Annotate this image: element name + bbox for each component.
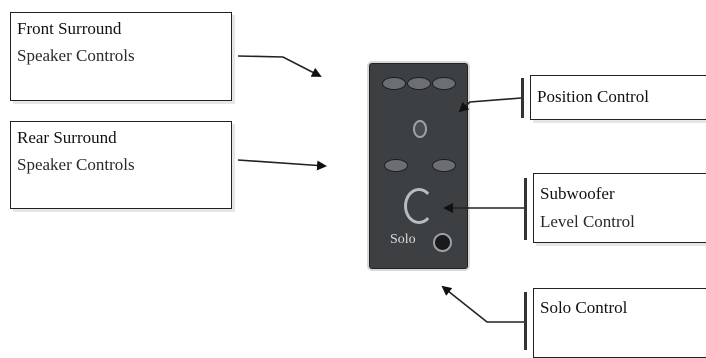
solo-arrow-icon <box>443 287 524 322</box>
rear-arrow-icon <box>238 160 325 166</box>
position-arrow-icon <box>460 98 521 111</box>
front-arrow-icon <box>238 56 320 76</box>
